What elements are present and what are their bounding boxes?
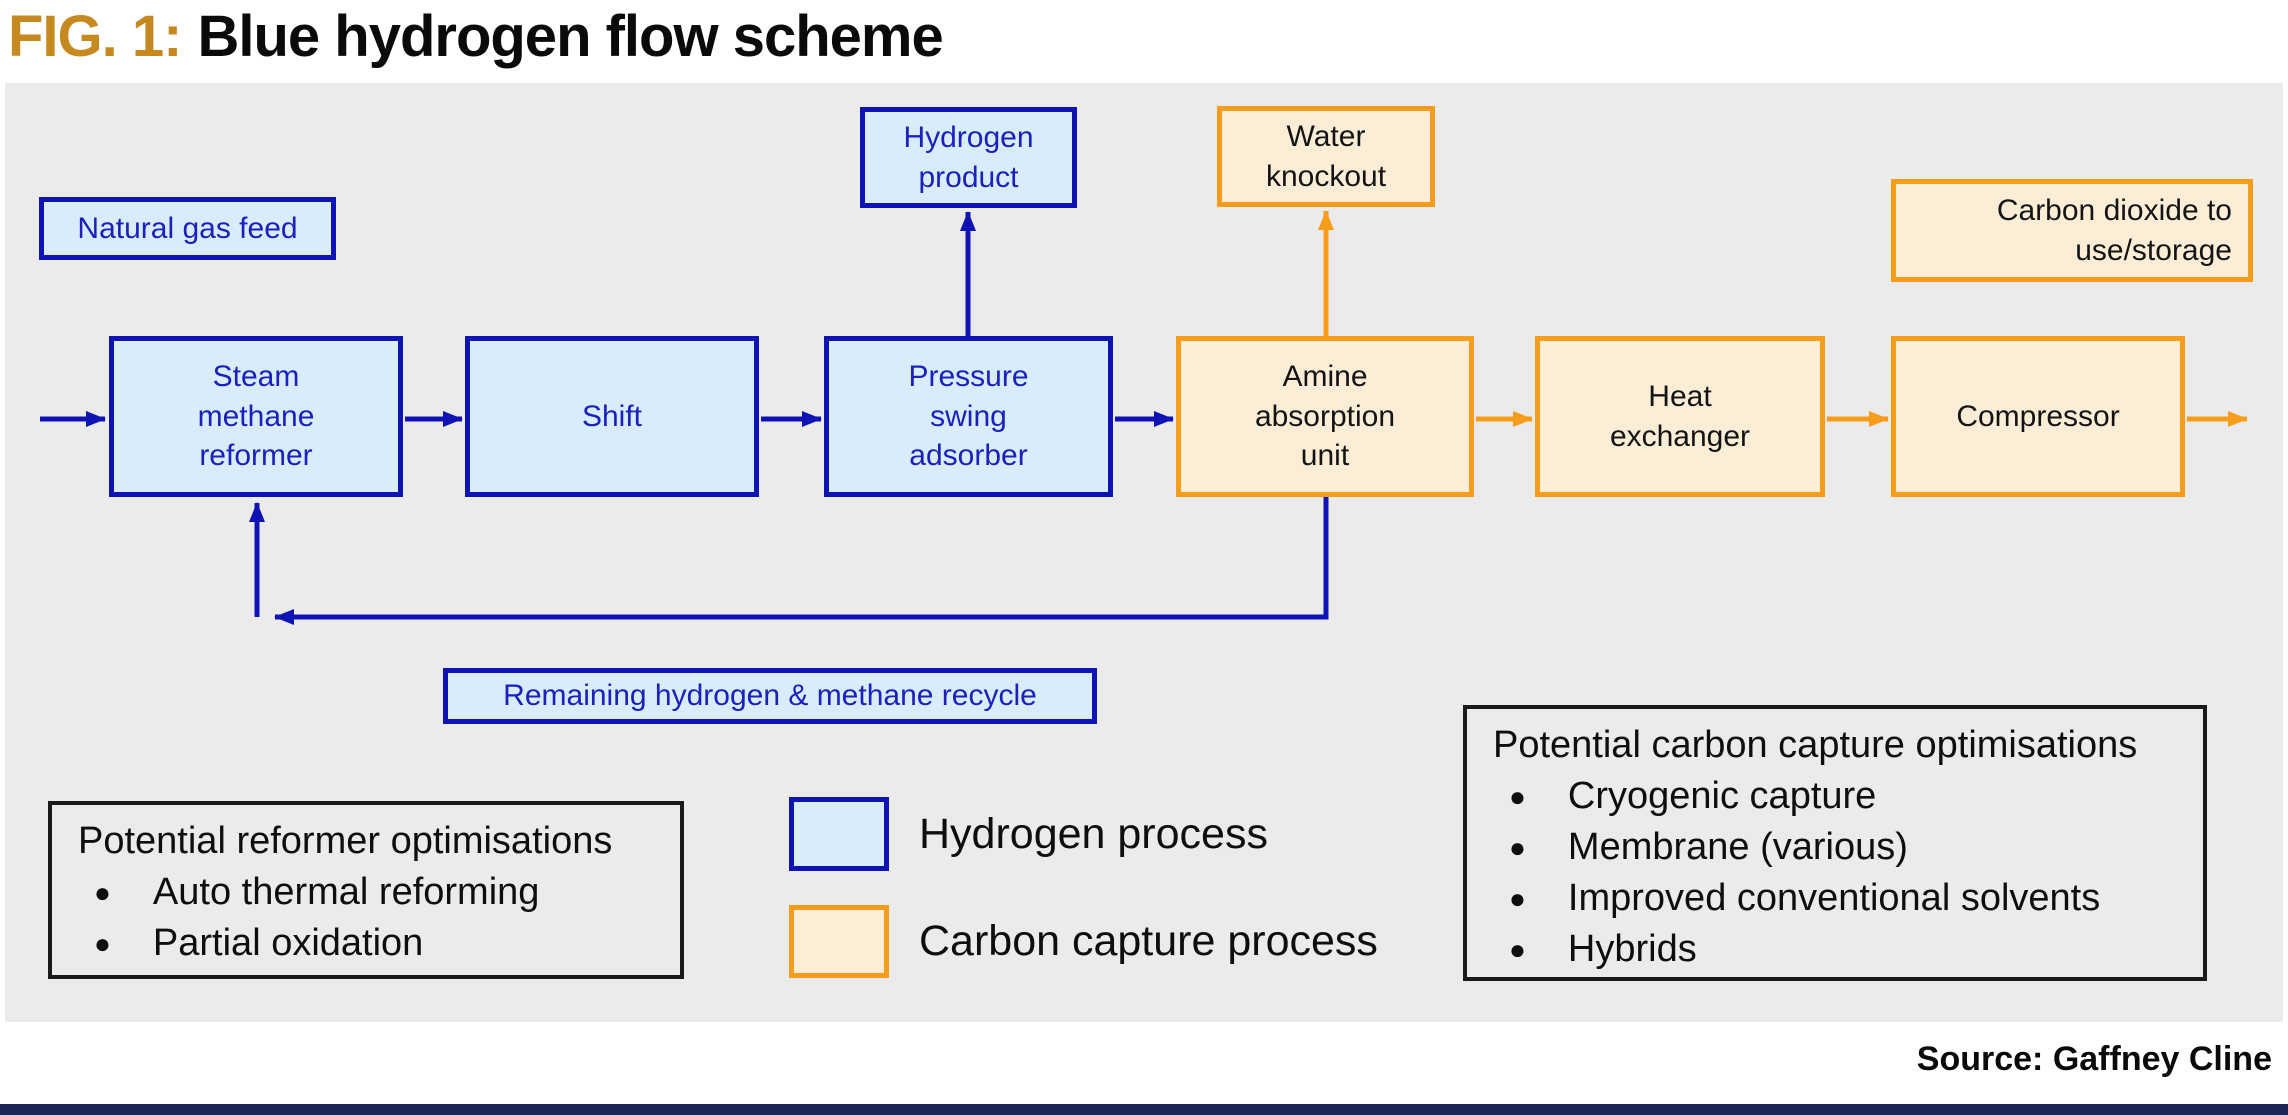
reformer-optimisations-box: Potential reformer optimisations ● Auto …	[48, 801, 684, 979]
figure-number: FIG. 1:	[8, 3, 182, 69]
list-item-label: Partial oxidation	[152, 922, 424, 964]
reformer-optimisations-list: ● Auto thermal reforming ● Partial oxida…	[78, 867, 662, 969]
list-item: ● Auto thermal reforming	[78, 867, 662, 918]
bullet-icon: ●	[1509, 933, 1526, 965]
hydrogen-process-swatch	[789, 797, 889, 871]
legend-item-carbon-capture-process: Carbon capture process	[789, 905, 1378, 978]
reformer-optimisations-title: Potential reformer optimisations	[78, 819, 613, 862]
node-natural-gas-feed: Natural gas feed	[39, 197, 336, 260]
label-remaining-hydrogen-methane-recycle: Remaining hydrogen & methane recycle	[443, 668, 1097, 724]
bullet-icon: ●	[94, 927, 111, 959]
diagram-canvas: Natural gas feed Hydrogen product Water …	[5, 83, 2283, 1022]
bullet-icon: ●	[1509, 780, 1526, 812]
node-carbon-dioxide-to-use-storage: Carbon dioxide to use/storage	[1891, 179, 2253, 282]
list-item: ● Partial oxidation	[78, 918, 662, 969]
list-item: ● Membrane (various)	[1493, 822, 2185, 873]
figure-title: FIG. 1: Blue hydrogen flow scheme	[8, 0, 944, 72]
bullet-icon: ●	[1509, 831, 1526, 863]
legend-label: Hydrogen process	[919, 809, 1268, 858]
node-shift: Shift	[465, 336, 759, 497]
list-item-label: Hybrids	[1567, 928, 1697, 970]
legend-label: Carbon capture process	[919, 917, 1378, 965]
recycle-line-amine-to-corner	[274, 493, 1329, 625]
carbon-capture-process-swatch	[789, 905, 889, 978]
bullet-icon: ●	[94, 876, 111, 908]
node-pressure-swing-adsorber: Pressure swing adsorber	[824, 336, 1113, 497]
carbon-capture-optimisations-list: ● Cryogenic capture ● Membrane (various)…	[1493, 771, 2185, 975]
source-credit: Source: Gaffney Cline	[1916, 1040, 2272, 1078]
list-item: ● Improved conventional solvents	[1493, 873, 2185, 924]
carbon-capture-optimisations-title: Potential carbon capture optimisations	[1493, 723, 2138, 766]
node-compressor: Compressor	[1891, 336, 2185, 497]
list-item-label: Auto thermal reforming	[152, 871, 540, 913]
node-hydrogen-product: Hydrogen product	[860, 107, 1077, 208]
node-heat-exchanger: Heat exchanger	[1535, 336, 1825, 497]
legend-item-hydrogen-process: Hydrogen process	[789, 797, 1268, 871]
figure-title-text: Blue hydrogen flow scheme	[197, 3, 943, 69]
node-water-knockout: Water knockout	[1217, 106, 1435, 207]
carbon-capture-optimisations-box: Potential carbon capture optimisations ●…	[1463, 705, 2207, 981]
list-item-label: Cryogenic capture	[1567, 775, 1877, 817]
list-item-label: Improved conventional solvents	[1567, 877, 2101, 919]
flow-connectors	[40, 210, 2248, 625]
node-amine-absorption-unit: Amine absorption unit	[1176, 336, 1474, 497]
list-item-label: Membrane (various)	[1567, 826, 1908, 868]
bullet-icon: ●	[1509, 882, 1526, 914]
list-item: ● Hybrids	[1493, 924, 2185, 975]
bottom-accent-bar	[0, 1104, 2288, 1115]
list-item: ● Cryogenic capture	[1493, 771, 2185, 822]
node-steam-methane-reformer: Steam methane reformer	[109, 336, 403, 497]
